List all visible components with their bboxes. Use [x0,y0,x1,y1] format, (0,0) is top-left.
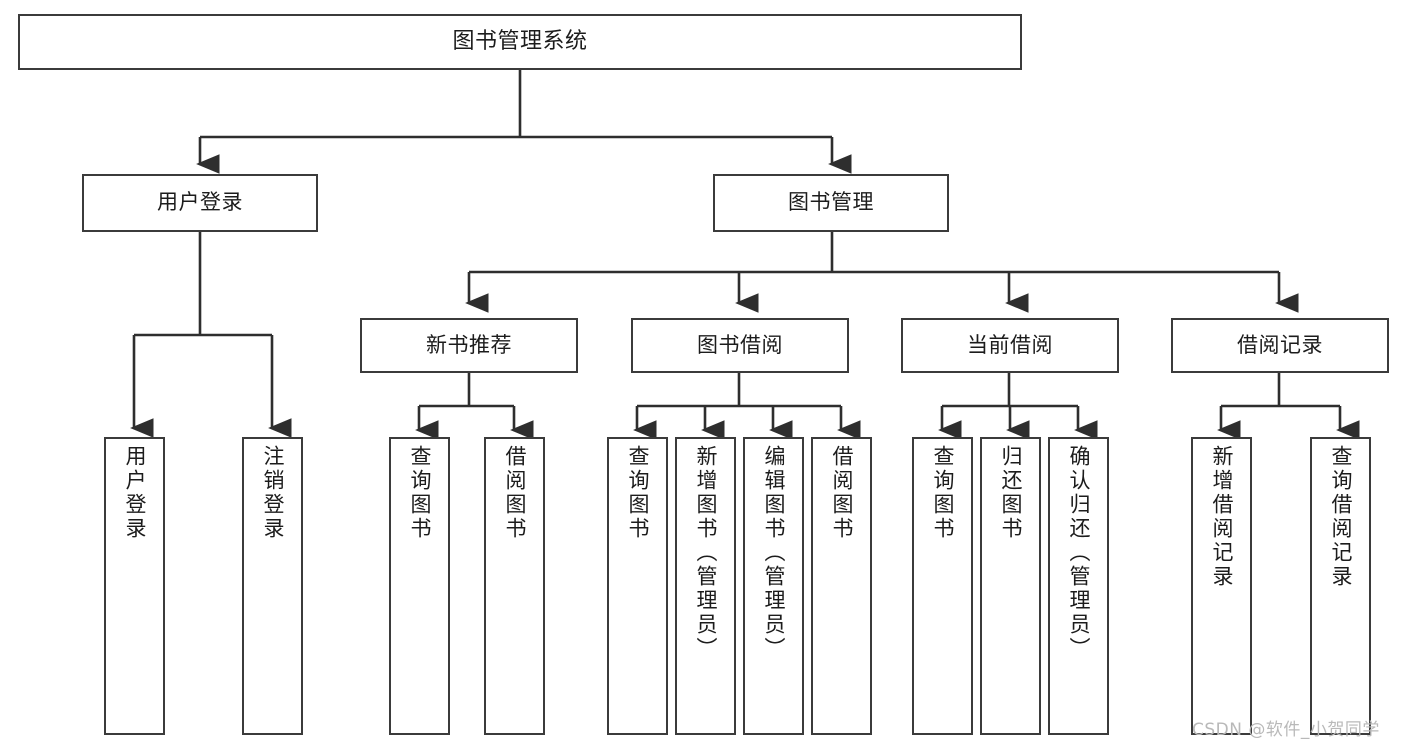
leaf-book-borrow-query-book[interactable]: 查询图书 [607,437,668,735]
node-label: 新增图书（管理员） [694,445,718,661]
node-label: 查询图书 [408,445,432,541]
leaf-new-book-borrow-book[interactable]: 借阅图书 [484,437,545,735]
node-new-book-recommend[interactable]: 新书推荐 [360,318,578,373]
node-book-borrow[interactable]: 图书借阅 [631,318,849,373]
node-root-book-management-system[interactable]: 图书管理系统 [18,14,1022,70]
leaf-current-borrow-confirm-return-admin[interactable]: 确认归还（管理员） [1048,437,1109,735]
node-label: 新增借阅记录 [1210,445,1234,589]
node-label: 确认归还（管理员） [1067,445,1091,661]
node-label: 用户登录 [123,445,147,541]
node-label: 图书管理 [788,190,874,215]
node-label: 借阅记录 [1237,332,1323,357]
leaf-book-borrow-borrow-book[interactable]: 借阅图书 [811,437,872,735]
node-book-management[interactable]: 图书管理 [713,174,949,232]
node-label: 用户登录 [157,190,243,215]
leaf-book-borrow-edit-book-admin[interactable]: 编辑图书（管理员） [743,437,804,735]
node-current-borrow[interactable]: 当前借阅 [901,318,1119,373]
leaf-borrow-record-add-record[interactable]: 新增借阅记录 [1191,437,1252,735]
node-label: 查询图书 [626,445,650,541]
node-label: 图书管理系统 [452,28,588,54]
node-label: 新书推荐 [426,332,512,357]
leaf-user-login-login[interactable]: 用户登录 [104,437,165,735]
node-label: 归还图书 [999,445,1023,541]
node-label: 图书借阅 [697,332,783,357]
leaf-new-book-query-book[interactable]: 查询图书 [389,437,450,735]
leaf-current-borrow-return-book[interactable]: 归还图书 [980,437,1041,735]
node-label: 借阅图书 [830,445,854,541]
node-user-login[interactable]: 用户登录 [82,174,318,232]
node-label: 注销登录 [261,445,285,541]
leaf-borrow-record-query-record[interactable]: 查询借阅记录 [1310,437,1371,735]
node-label: 借阅图书 [503,445,527,541]
node-borrow-record[interactable]: 借阅记录 [1171,318,1389,373]
node-label: 编辑图书（管理员） [762,445,786,661]
leaf-user-login-logout[interactable]: 注销登录 [242,437,303,735]
leaf-current-borrow-query-book[interactable]: 查询图书 [912,437,973,735]
leaf-book-borrow-add-book-admin[interactable]: 新增图书（管理员） [675,437,736,735]
node-label: 查询借阅记录 [1329,445,1353,589]
node-label: 当前借阅 [967,332,1053,357]
node-label: 查询图书 [931,445,955,541]
